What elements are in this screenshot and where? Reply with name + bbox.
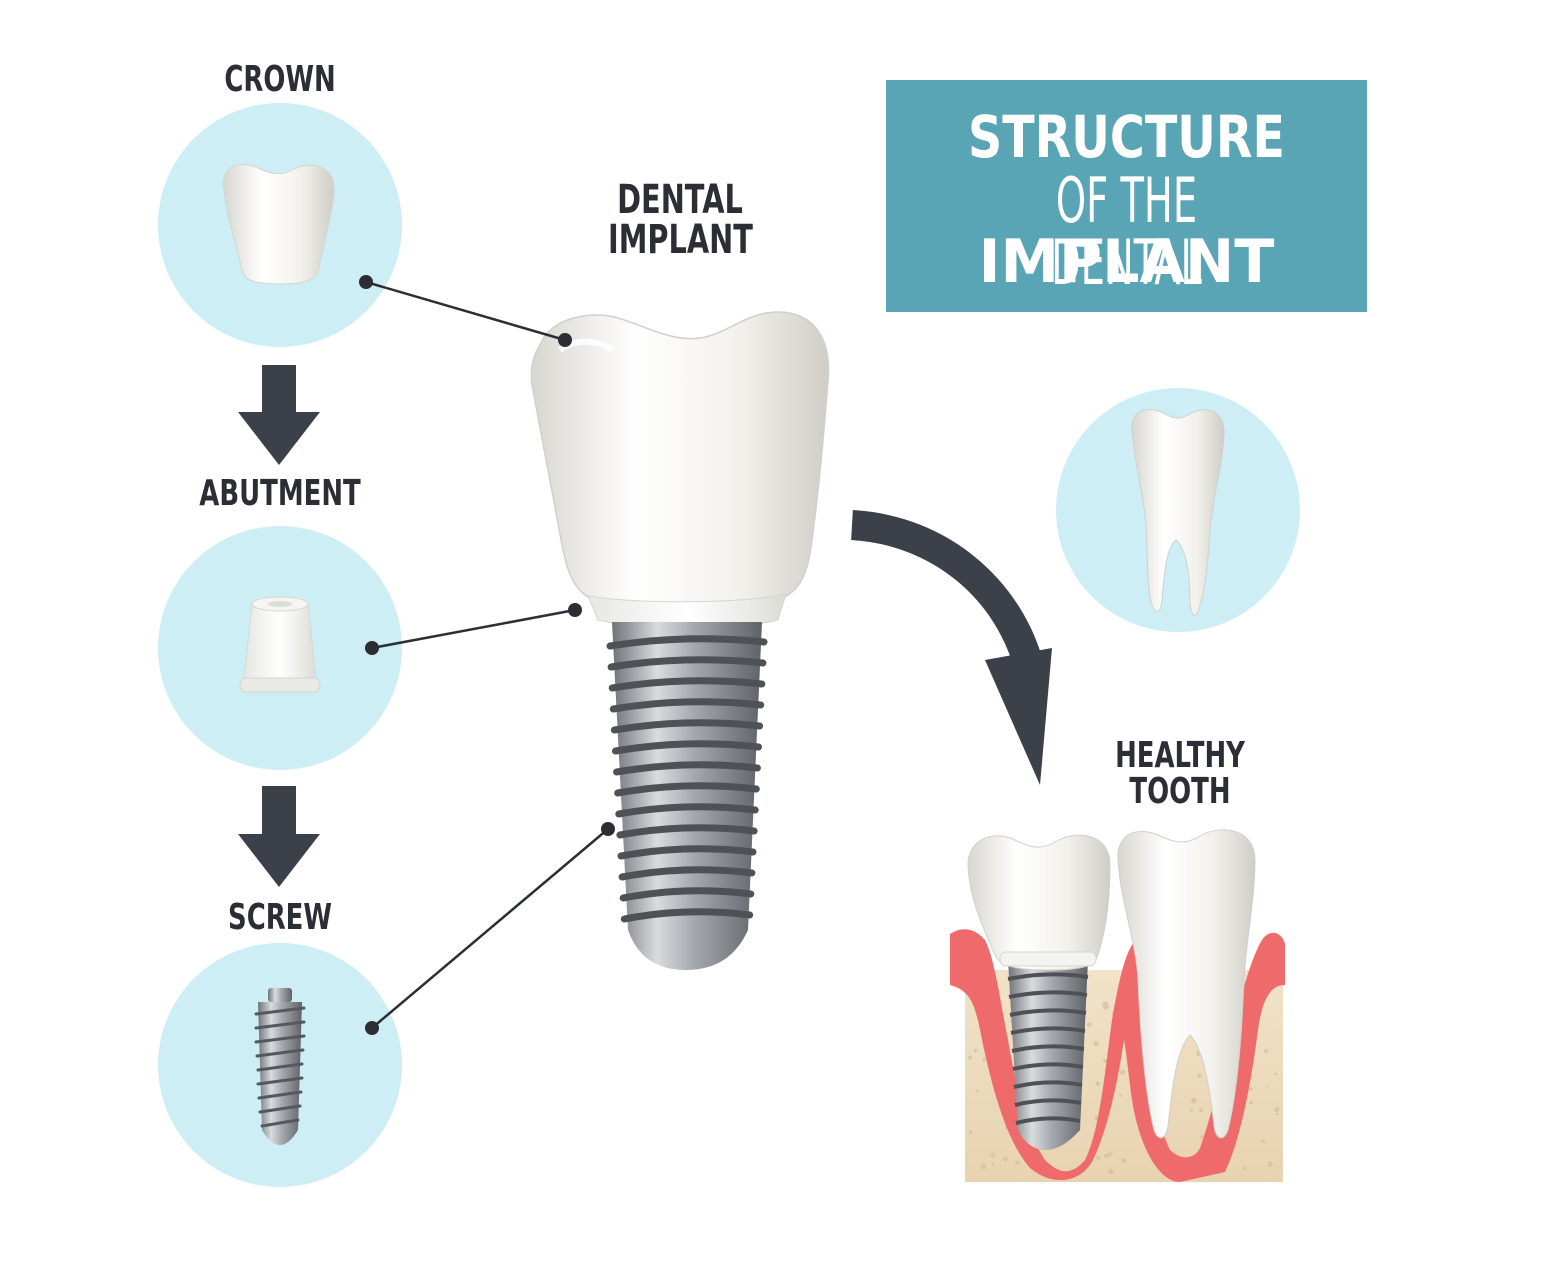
bone-speck [1108, 1151, 1113, 1157]
abutment-icon [239, 596, 321, 693]
screw-thread [616, 824, 758, 839]
bone-speck [1102, 1001, 1109, 1008]
screw-thread [1013, 1080, 1083, 1089]
title-line-2: OF THE DENTAL [1051, 164, 1202, 299]
down-arrow-icon [238, 786, 320, 887]
bone-speck [1190, 1108, 1194, 1112]
bone-speck [1197, 1073, 1202, 1078]
screw-thread [1011, 1044, 1085, 1053]
abutment-label: ABUTMENT [199, 473, 361, 514]
bone-speck [1009, 1019, 1012, 1022]
bone-speck [968, 1130, 973, 1135]
bone-speck [968, 1055, 973, 1060]
bone-speck [1267, 1161, 1273, 1167]
screw-thread [1012, 1062, 1084, 1071]
crown-icon [223, 164, 335, 285]
bone-speck [1266, 1085, 1269, 1088]
bone-speck [1104, 1153, 1109, 1159]
bone-speck [1274, 1072, 1277, 1076]
screw-thread [607, 656, 767, 671]
screw-thread [608, 677, 766, 692]
down-arrow-icon [238, 365, 320, 465]
bone-speck [1108, 1169, 1114, 1175]
bone-speck [1121, 1158, 1126, 1163]
bone-speck [973, 1049, 978, 1053]
bone-speck [1199, 1108, 1204, 1113]
dental-implant-label-line-2: IMPLANT [608, 217, 753, 263]
screw-thread [618, 866, 756, 881]
screw-thread [1009, 1008, 1087, 1017]
bone-speck [1015, 1160, 1020, 1166]
screw-thread [610, 719, 764, 734]
screw-thread [619, 887, 755, 902]
bone-speck [991, 1162, 995, 1166]
bone-speck [982, 1057, 987, 1062]
dental-implant-screw [606, 622, 768, 970]
bone-speck [1003, 1156, 1008, 1162]
healthy-tooth-icon [1131, 409, 1225, 616]
bone-speck [1264, 1049, 1268, 1053]
leader-dots [359, 275, 615, 1035]
bone-speck [1093, 1040, 1099, 1047]
bone-speck [1103, 1058, 1108, 1063]
screw-thread [1007, 972, 1089, 981]
bone-speck [1200, 1135, 1205, 1140]
title-line-1: STRUCTURE [967, 103, 1286, 171]
bone-speck [1275, 1112, 1279, 1116]
title-banner: STRUCTURE OF THE DENTAL IMPLANT [886, 80, 1367, 312]
screw-thread [615, 803, 759, 818]
bone-speck [1087, 1022, 1092, 1027]
screw-thread [612, 740, 762, 755]
bone-speck [1095, 1081, 1101, 1086]
bone-speck [1096, 1155, 1101, 1161]
screw-thread [1014, 1098, 1082, 1107]
bone-speck [975, 1089, 979, 1093]
bone-speck [980, 1163, 987, 1170]
title-line-3: IMPLANT [978, 227, 1275, 297]
bone-speck [1274, 1106, 1280, 1113]
dental-implant-crown [530, 311, 830, 610]
screw-thread [613, 761, 761, 776]
bone-speck [1120, 1069, 1126, 1076]
dental-implant-label-line-1: DENTAL [617, 177, 743, 223]
healthy-tooth-label-line-2: TOOTH [1129, 771, 1231, 812]
screw-thread [617, 845, 757, 860]
bone-speck [1261, 1139, 1265, 1143]
screw-thread [614, 782, 760, 797]
bone-speck [1248, 1087, 1253, 1092]
bone-speck [1119, 1094, 1123, 1097]
bone-speck [1190, 1097, 1197, 1104]
screw-thread [1015, 1116, 1081, 1125]
screw-thread [620, 908, 754, 923]
curved-arrow-icon [850, 510, 1052, 785]
bone-speck [1249, 1100, 1253, 1105]
screw-label: SCREW [228, 897, 332, 938]
leader-lines [365, 280, 609, 1029]
screw-thread [609, 698, 765, 713]
screw-thread [1008, 990, 1088, 999]
crown-label: CROWN [224, 59, 336, 100]
screw-thread [1010, 1026, 1086, 1035]
screw-thread [606, 635, 768, 650]
bone-speck [1242, 1166, 1247, 1170]
healthy-tooth-label: HEALTHY TOOTH [1108, 738, 1252, 810]
screw-icon [254, 988, 306, 1145]
dental-implant-label: DENTAL IMPLANT [608, 177, 753, 263]
bone-speck [990, 1153, 995, 1158]
cross-section-illustration [950, 829, 1285, 1182]
healthy-tooth-label-line-1: HEALTHY [1115, 735, 1245, 776]
